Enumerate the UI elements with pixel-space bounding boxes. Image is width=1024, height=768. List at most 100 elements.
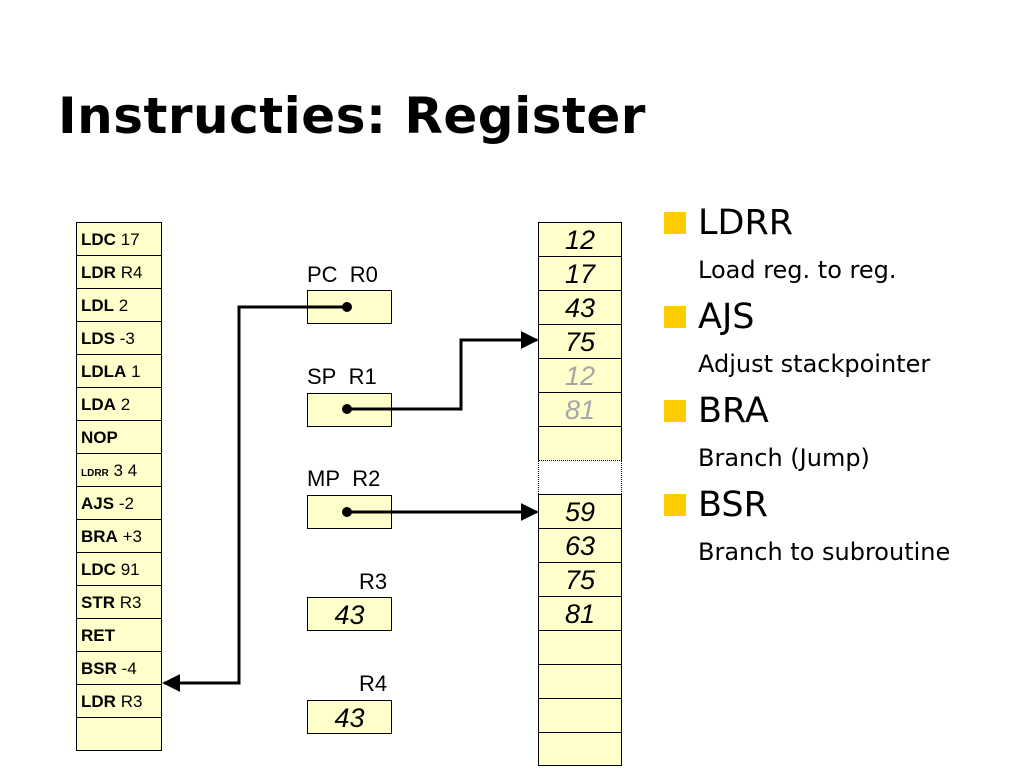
register-label-r3: R3 [359,569,388,594]
program-op: NOP [81,428,118,447]
list-item: BRA Branch (Jump) [662,388,1017,482]
register-alias: PC [307,262,338,287]
program-cell: BRA +3 [77,520,161,553]
slide-title: Instructies: Register [58,87,646,145]
stack-cell [538,630,622,664]
stack-memory: 12 17 43 75 12 81 59 63 75 81 [538,222,622,766]
program-arg: +3 [122,527,142,546]
program-cell: BSR -4 [77,652,161,685]
program-op: LDC [81,230,116,249]
stack-cell [538,426,622,460]
program-arg: 2 [120,395,131,414]
stack-cell-stale: 81 [538,392,622,426]
program-arg: R4 [120,263,143,282]
stack-cell [538,732,622,766]
pc-pointer-arrow [162,305,347,692]
stack-cell: 17 [538,256,622,290]
program-cell: RET [77,619,161,652]
square-bullet-icon [664,306,686,328]
stack-cell: 75 [538,562,622,596]
bullet-description: Adjust stackpointer [698,350,931,378]
program-cell: LDRR 3 4 [77,454,161,487]
program-cell: LDL 2 [77,289,161,322]
program-memory: LDC 17 LDR R4 LDL 2 LDS -3 LDLA 1 LDA 2 … [76,222,162,751]
program-arg: 91 [120,560,140,579]
stack-cell-stale: 12 [538,358,622,392]
register-alias: MP [307,466,340,491]
stack-cell: 59 [538,494,622,528]
bullet-heading-text: AJS [698,297,755,337]
stack-cell [538,698,622,732]
stack-cell: 81 [538,596,622,630]
program-op: STR [81,593,115,612]
program-cell: LDC 91 [77,553,161,586]
program-op: LDLA [81,362,127,381]
stack-cell: 12 [538,222,622,256]
program-cell: LDA 2 [77,388,161,421]
list-item: LDRR Load reg. to reg. [662,200,1017,294]
program-op: LDL [81,296,115,315]
program-arg: -2 [118,494,134,513]
program-cell: AJS -2 [77,487,161,520]
register-label-mp: MP R2 [307,466,380,492]
program-op: AJS [81,494,115,513]
program-op: LDS [81,329,115,348]
square-bullet-icon [664,494,686,516]
register-label-pc: PC R0 [307,262,378,288]
program-cell [77,718,161,751]
bullet-heading-text: BSR [698,485,768,525]
bullet-description: Load reg. to reg. [698,256,897,284]
bullet-description: Branch (Jump) [698,444,870,472]
program-arg: R3 [119,593,142,612]
program-op: LDR [81,263,116,282]
stack-cell [538,664,622,698]
program-arg: -4 [121,659,137,678]
program-op: LDC [81,560,116,579]
program-arg: 17 [120,230,140,249]
list-item: AJS Adjust stackpointer [662,294,1017,388]
program-op: RET [81,626,115,645]
stack-cell: 75 [538,324,622,358]
program-arg: R3 [120,692,143,711]
program-op: LDR [81,692,116,711]
program-op: LDRR [81,468,109,479]
program-cell: LDC 17 [77,223,161,256]
program-cell: NOP [77,421,161,454]
register-box-r3: 43 [307,597,392,631]
register-label-sp: SP R1 [307,364,377,390]
square-bullet-icon [664,212,686,234]
register-name: R1 [348,364,377,389]
list-item: BSR Branch to subroutine [662,482,1017,576]
program-arg: 1 [131,362,141,381]
square-bullet-icon [664,400,686,422]
program-arg: -3 [119,329,135,348]
register-box-r4: 43 [307,700,392,734]
program-op: BRA [81,527,118,546]
program-cell: STR R3 [77,586,161,619]
bullet-heading: BSR [662,482,1017,528]
register-name: R2 [352,466,381,491]
bullet-heading: AJS [662,294,1017,340]
register-label-r4: R4 [359,671,388,696]
register-alias: SP [307,364,337,389]
program-cell: LDLA 1 [77,355,161,388]
bullet-heading-text: LDRR [698,203,794,243]
bullet-heading: BRA [662,388,1017,434]
bullet-heading: LDRR [662,200,1017,246]
sp-pointer-arrow [347,331,539,411]
program-cell: LDS -3 [77,322,161,355]
program-arg: 3 4 [113,461,138,480]
instruction-list: LDRR Load reg. to reg. AJS Adjust stackp… [662,200,1017,576]
bullet-description: Branch to subroutine [698,538,951,566]
stack-gap [538,460,622,494]
bullet-heading-text: BRA [698,391,769,431]
stack-cell: 63 [538,528,622,562]
program-op: LDA [81,395,116,414]
register-name: R0 [349,262,378,287]
program-arg: 2 [118,296,129,315]
stack-cell: 43 [538,290,622,324]
program-op: BSR [81,659,117,678]
program-cell: LDR R4 [77,256,161,289]
